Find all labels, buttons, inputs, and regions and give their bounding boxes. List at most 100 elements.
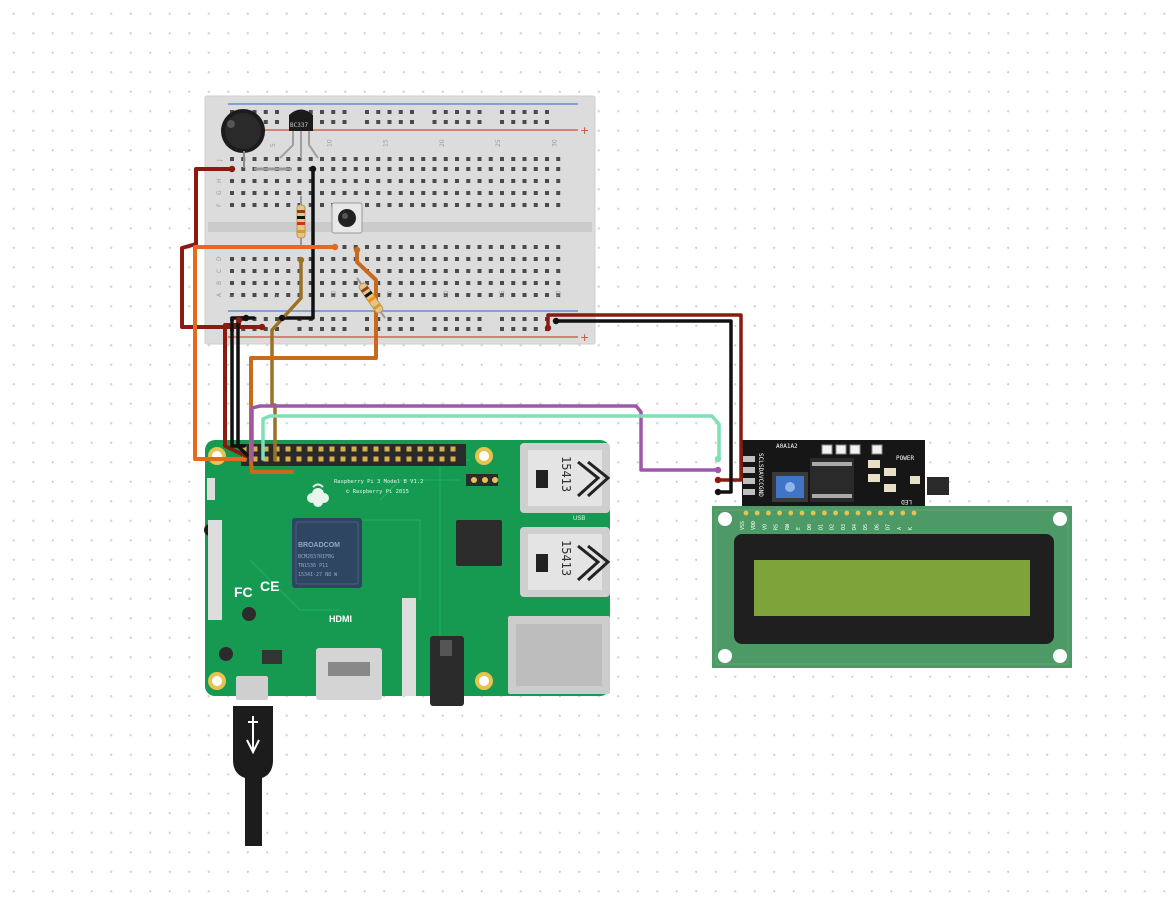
gpio-pin [340,446,346,452]
breadboard-hole [455,167,459,171]
breadboard-hole [398,269,403,273]
wire-purple-sda[interactable] [250,404,720,472]
breadboard-hole [320,257,324,261]
breadboard-hole [398,281,403,285]
breadboard-hole [353,281,358,285]
row-letter-top: J [216,159,223,162]
rail-hole [263,120,268,124]
breadboard-hole [421,269,426,273]
wire-orange-button[interactable] [193,245,337,461]
buzzer[interactable] [221,109,265,168]
pi-side-connector [207,478,215,500]
breadboard-hole [230,191,234,195]
rail-hole [477,110,482,114]
rail-hole [308,110,313,114]
rail-hole [432,317,437,321]
gpio-pin [373,456,379,462]
gpio-pin [318,446,324,452]
column-number-bottom: 25 [499,290,506,298]
wire-black-transistor-emitter[interactable] [280,167,315,320]
breadboard-hole [500,257,504,261]
lcd-screen [754,560,1030,616]
breadboard-hole [230,179,234,183]
breadboard-hole [410,191,414,195]
micro-usb-port[interactable] [236,676,268,700]
breadboard-hole [387,191,392,195]
rail-hole [398,327,403,331]
backpack-pin [743,456,755,462]
breadboard-hole [342,157,347,161]
breadboard-hole [275,179,279,183]
breadboard-hole [511,203,516,207]
breadboard-hole [432,293,437,297]
display-connector [208,520,222,620]
breadboard-hole [443,167,448,171]
breadboard-hole [421,203,426,207]
audio-jack[interactable] [430,636,464,706]
gpio-pins [241,446,456,462]
breadboard-hole [500,281,504,285]
breadboard-hole [275,203,279,207]
raspberry-pi-board[interactable]: Raspberry Pi 3 Model B V1.2 © Raspberry … [204,440,611,846]
row-letter-bottom: D [216,256,223,261]
breadboard-hole [241,281,246,285]
breadboard-hole [387,269,392,273]
rail-hole [320,120,324,124]
breadboard-hole [432,191,437,195]
rail-hole [308,327,313,331]
gpio-pin [241,446,247,452]
breadboard-hole [556,157,561,161]
breadboard-hole [230,281,234,285]
breadboard-hole [320,167,324,171]
breadboard-hole [398,191,403,195]
rail-hole [533,120,538,124]
breadboard-hole [455,269,459,273]
breadboard-hole [466,167,471,171]
breadboard-hole [533,245,538,249]
breadboard-hole [556,203,561,207]
lcd-pin-label: VO [762,524,768,530]
wire-aqua-scl[interactable] [261,414,721,461]
wire-black-lcd-gnd[interactable] [554,319,733,494]
gpio-pin [340,456,346,462]
breadboard-hole [241,167,246,171]
breadboard-hole [455,203,459,207]
rail-hole [263,110,268,114]
wire-red-lcd-vcc[interactable] [546,313,743,482]
rail-hole [376,110,381,114]
breadboard-hole [477,245,482,249]
column-number-top: 25 [495,139,502,147]
breadboard-hole [443,157,448,161]
breadboard-hole [500,167,504,171]
soc-part: BCM2837RIFBG [298,554,334,560]
breadboard-hole [275,293,279,297]
breadboard-hole [331,257,336,261]
rail-hole [263,327,268,331]
breadboard-hole [320,191,324,195]
row-letter-bottom: B [216,281,223,285]
usb-port-1[interactable]: 15413 [520,443,611,513]
wire-dark-orange-resistor[interactable] [249,248,378,474]
rail-hole [477,120,482,124]
wire-brown-resistor[interactable] [270,258,303,462]
resistor-vertical[interactable] [296,196,306,246]
backlight-jumper[interactable] [927,477,949,495]
transistor-bc337[interactable]: BC337 [279,109,319,159]
breadboard-hole [432,179,437,183]
gpio-pin [296,446,302,452]
push-button[interactable] [331,202,363,234]
breadboard-hole [320,269,324,273]
breadboard-hole [398,257,403,261]
breadboard-hole [365,281,369,285]
lcd-pin-hole [788,510,794,516]
rail-hole [432,110,437,114]
breadboard-hole [342,257,347,261]
breadboard-hole [500,203,504,207]
usb-port-2[interactable]: 15413 [520,527,611,597]
resistor-diagonal[interactable] [356,277,386,319]
gpio-pin [285,456,291,462]
lcd-pin-label: D7 [886,524,892,530]
breadboard-hole [308,179,313,183]
